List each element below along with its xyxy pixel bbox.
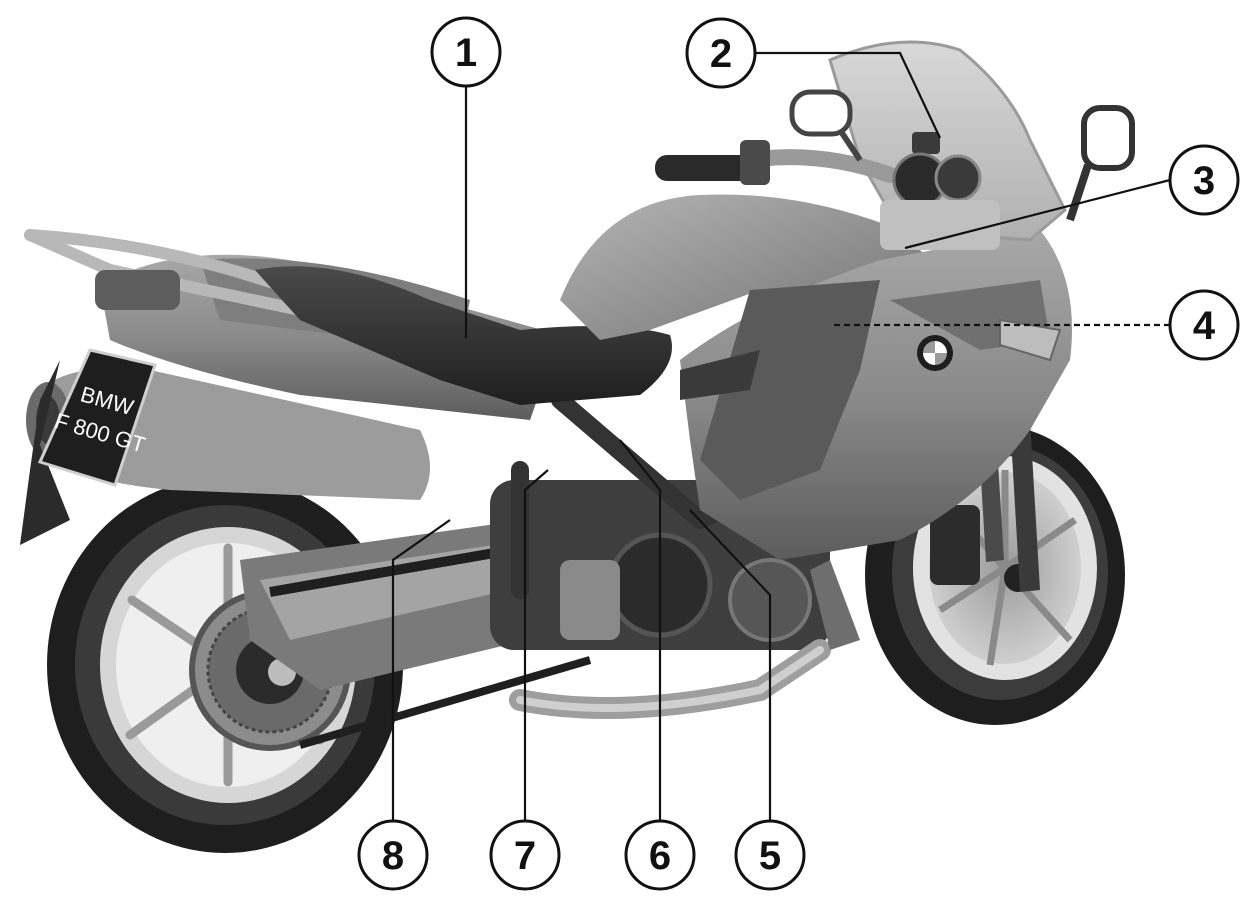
side-fairing <box>680 230 1072 650</box>
mirror-right <box>1066 105 1135 222</box>
leader-line-5 <box>689 509 772 820</box>
tail-light <box>95 270 180 310</box>
callout-8-number: 8 <box>382 834 404 878</box>
windscreen <box>828 40 1067 242</box>
callouts: 1 2 3 4 5 6 7 8 <box>357 16 1240 891</box>
callout-5-number: 5 <box>759 834 781 878</box>
callout-1: 1 <box>430 16 502 88</box>
callout-3-number: 3 <box>1193 159 1215 203</box>
seat <box>255 266 672 405</box>
callout-3: 3 <box>1168 144 1240 216</box>
leader-line-3 <box>904 178 1171 250</box>
callout-8: 8 <box>357 819 429 891</box>
callout-2: 2 <box>685 17 757 89</box>
bmw-roundel-icon <box>917 335 953 371</box>
callout-4: 4 <box>1168 289 1240 361</box>
fuel-tank <box>560 194 940 340</box>
callout-6: 6 <box>624 819 696 891</box>
leader-line-2 <box>755 51 941 139</box>
leader-line-6 <box>619 439 662 820</box>
instrument-cluster <box>880 152 1000 250</box>
callout-7: 7 <box>489 819 561 891</box>
leader-lines <box>391 51 1171 820</box>
callout-4-number: 4 <box>1193 304 1216 348</box>
headlight <box>999 318 1062 362</box>
callout-2-number: 2 <box>710 32 732 76</box>
callout-5: 5 <box>734 819 806 891</box>
leader-line-7 <box>523 469 549 820</box>
mirror-left <box>789 89 863 162</box>
callout-6-number: 6 <box>649 834 671 878</box>
callout-1-number: 1 <box>455 31 477 75</box>
license-plate: BMW F 800 GT <box>20 348 157 545</box>
leader-line-8 <box>391 519 451 820</box>
callout-7-number: 7 <box>514 834 536 878</box>
handlebar <box>655 132 940 185</box>
